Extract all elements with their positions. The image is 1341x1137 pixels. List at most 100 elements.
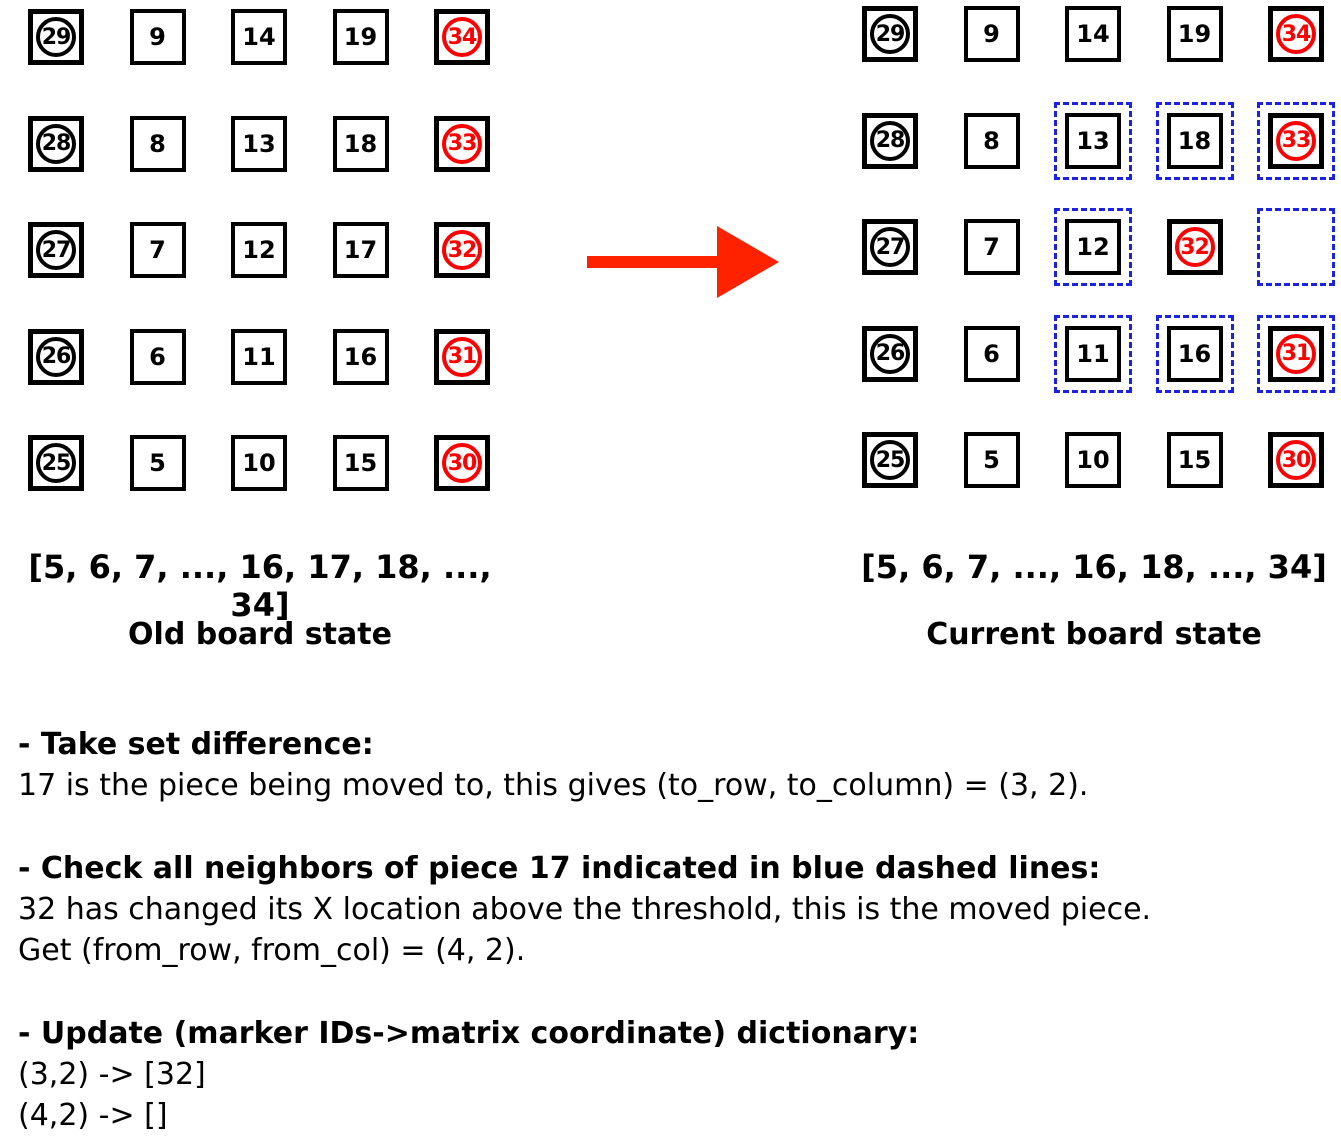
marker-id: 18 — [343, 129, 378, 158]
marker-cell: 14 — [1065, 6, 1121, 62]
marker-cell: 32 — [1166, 219, 1223, 275]
marker-cell: 7 — [963, 219, 1020, 275]
marker-id: 10 — [242, 449, 276, 477]
note-line: 17 is the piece being moved to, this giv… — [18, 768, 1089, 803]
current-board-list: [5, 6, 7, ..., 16, 18, ..., 34] — [861, 548, 1327, 586]
marker-cell: 13 — [231, 115, 287, 172]
marker-id: 5 — [149, 449, 166, 477]
marker-id: 6 — [149, 342, 166, 371]
marker-id: 10 — [1076, 446, 1110, 474]
marker-cell: 9 — [963, 6, 1020, 62]
neighbor-highlight — [1257, 314, 1335, 393]
marker-id: 25 — [870, 440, 910, 480]
marker-cell: 11 — [231, 328, 287, 385]
marker-id: 33 — [1276, 120, 1316, 161]
marker-cell: 17 — [332, 222, 389, 278]
neighbor-highlight — [1155, 314, 1234, 393]
neighbor-highlight — [1155, 101, 1234, 180]
marker-id: 27 — [36, 230, 76, 270]
marker-id: 11 — [1076, 339, 1110, 368]
marker-id: 9 — [149, 23, 166, 51]
marker-cell: 33 — [1268, 112, 1324, 169]
marker-cell: 7 — [129, 222, 186, 278]
marker-cell: 12 — [1065, 219, 1121, 275]
marker-cell: 32 — [434, 222, 490, 278]
marker-id: 26 — [870, 333, 910, 374]
neighbor-highlight — [1054, 208, 1132, 286]
old-board-list: [5, 6, 7, ..., 16, 17, 18, ..., 34] — [28, 548, 492, 624]
note-line: Get (from_row, from_col) = (4, 2). — [18, 933, 526, 968]
marker-id: 14 — [242, 23, 276, 51]
marker-id: 14 — [1076, 20, 1110, 48]
marker-cell: 34 — [434, 9, 490, 65]
marker-cell: 12 — [231, 222, 287, 278]
marker-cell: 34 — [1268, 6, 1324, 62]
marker-id: 34 — [1276, 14, 1316, 54]
marker-cell: 18 — [1166, 112, 1223, 169]
marker-id: 32 — [1174, 227, 1215, 267]
marker-id: 18 — [1177, 126, 1212, 155]
current-board-title: Current board state — [926, 617, 1262, 652]
marker-cell: 11 — [1065, 325, 1121, 382]
marker-id: 15 — [1177, 446, 1212, 474]
marker-id: 33 — [442, 123, 482, 164]
notes: - Take set difference: 17 is the piece b… — [18, 724, 1151, 1136]
neighbor-highlight — [1257, 208, 1335, 286]
marker-cell: 29 — [862, 6, 918, 62]
marker-cell: 8 — [129, 115, 186, 172]
marker-id: 7 — [149, 236, 166, 264]
marker-cell: 14 — [231, 9, 287, 65]
marker-cell: 25 — [862, 432, 918, 488]
neighbor-highlight — [1054, 101, 1132, 180]
note-line: (3,2) -> [32] — [18, 1057, 206, 1092]
marker-cell: 26 — [862, 325, 918, 382]
marker-id: 8 — [983, 126, 1000, 155]
marker-cell: 31 — [1268, 325, 1324, 382]
note-line: (4,2) -> [] — [18, 1098, 168, 1133]
note-heading-neighbors: - Check all neighbors of piece 17 indica… — [18, 851, 1101, 886]
neighbor-highlight — [1257, 101, 1335, 180]
marker-id: 29 — [870, 14, 910, 54]
marker-cell: 25 — [28, 435, 84, 491]
marker-id: 34 — [442, 17, 482, 57]
marker-cell: 26 — [28, 328, 84, 385]
marker-cell: 15 — [1166, 432, 1223, 488]
marker-cell: 16 — [332, 328, 389, 385]
marker-id: 5 — [983, 446, 1000, 474]
marker-id: 16 — [1177, 339, 1212, 368]
marker-id: 16 — [343, 342, 378, 371]
marker-id: 31 — [442, 336, 482, 377]
marker-id: 15 — [343, 449, 378, 477]
marker-id: 29 — [36, 17, 76, 57]
marker-id: 19 — [343, 23, 378, 51]
marker-cell: 19 — [332, 9, 389, 65]
marker-cell: 13 — [1065, 112, 1121, 169]
marker-id: 31 — [1276, 333, 1316, 374]
marker-cell: 10 — [231, 435, 287, 491]
marker-cell: 30 — [434, 435, 490, 491]
marker-cell: 27 — [862, 219, 918, 275]
marker-cell: 30 — [1268, 432, 1324, 488]
marker-id: 28 — [36, 123, 76, 164]
marker-id: 9 — [983, 20, 1000, 48]
marker-cell: 33 — [434, 115, 490, 172]
marker-id: 8 — [149, 129, 166, 158]
marker-cell: 8 — [963, 112, 1020, 169]
marker-cell: 6 — [129, 328, 186, 385]
marker-id: 25 — [36, 443, 76, 483]
marker-id: 30 — [442, 443, 482, 483]
marker-id: 7 — [983, 233, 1000, 261]
marker-cell: 16 — [1166, 325, 1223, 382]
marker-id: 30 — [1276, 440, 1316, 480]
arrow-right-icon — [587, 226, 779, 298]
marker-cell: 29 — [28, 9, 84, 65]
marker-id: 12 — [242, 236, 276, 264]
marker-cell: 6 — [963, 325, 1020, 382]
old-board-title: Old board state — [128, 617, 392, 652]
marker-cell: 15 — [332, 435, 389, 491]
marker-cell: 27 — [28, 222, 84, 278]
marker-id: 17 — [343, 236, 378, 264]
marker-id: 6 — [983, 339, 1000, 368]
neighbor-highlight — [1054, 314, 1132, 393]
marker-cell: 19 — [1166, 6, 1223, 62]
